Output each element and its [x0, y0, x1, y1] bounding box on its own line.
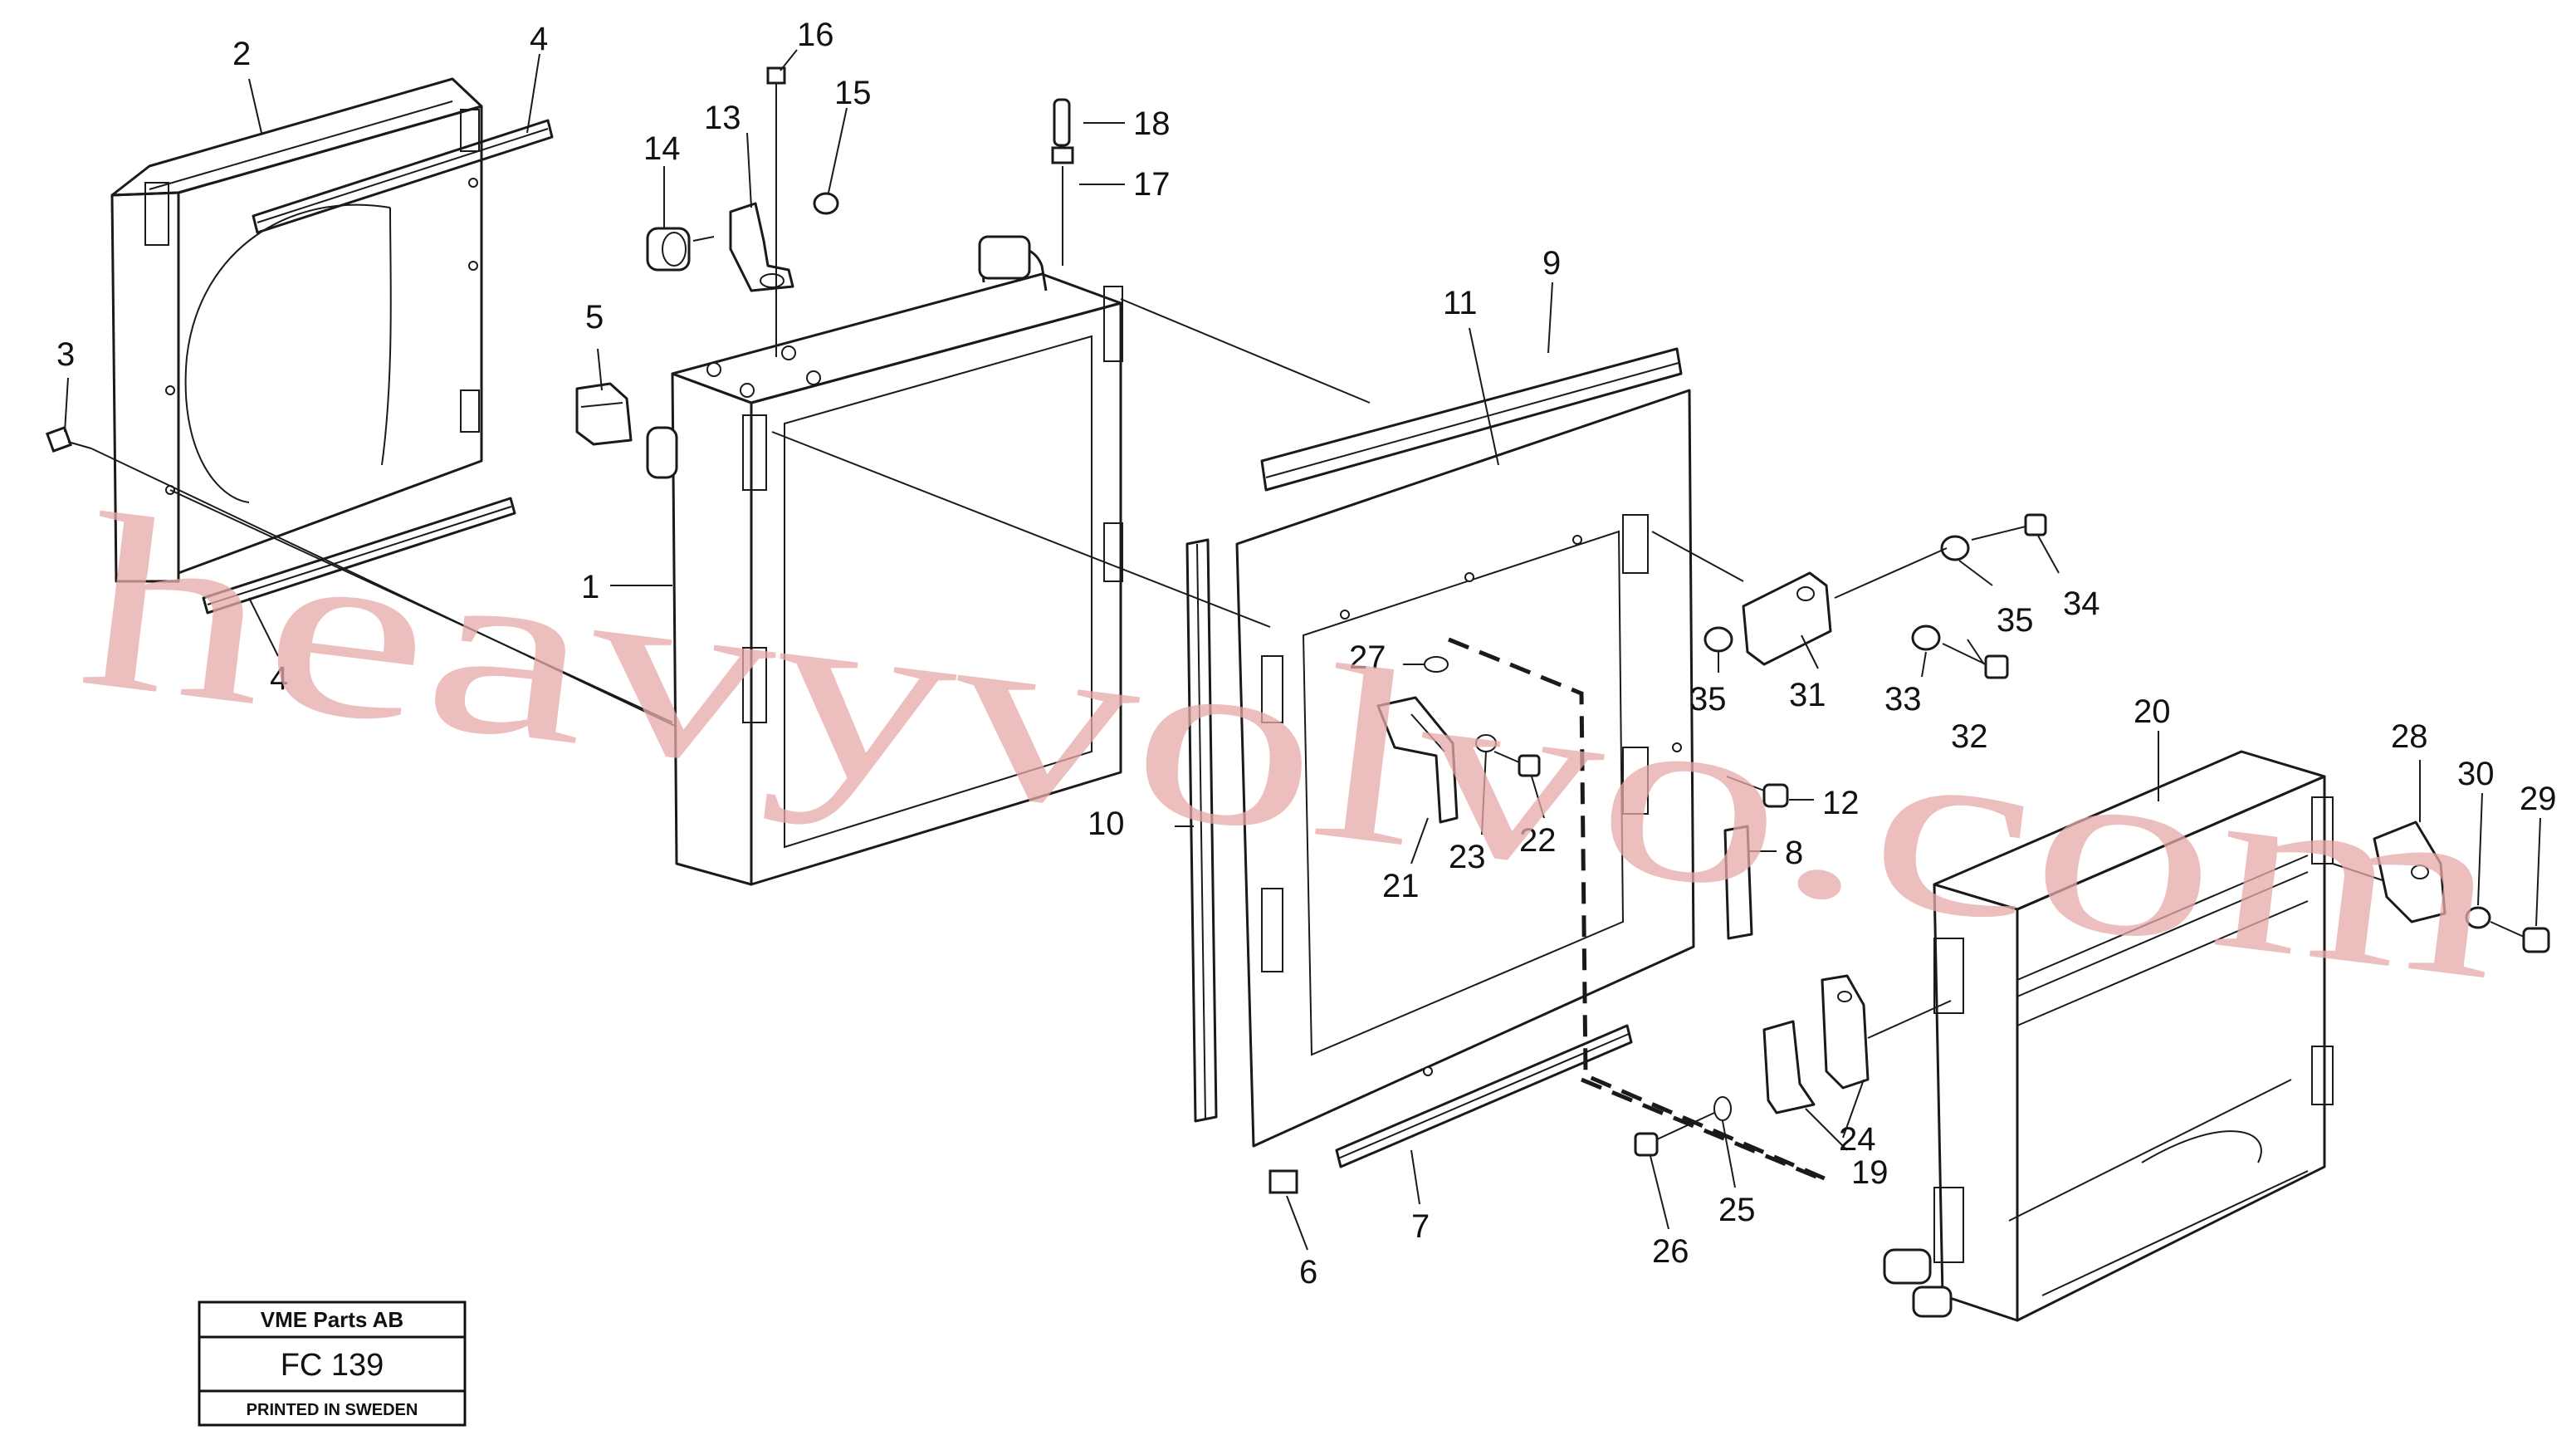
callout-33: 33 — [1884, 681, 1922, 718]
part-nut-17 — [1051, 146, 1074, 191]
callout-11: 11 — [1443, 285, 1478, 321]
part-nut-35-upper — [1940, 535, 1970, 561]
part-oil-cooler — [1883, 750, 2334, 1322]
callout-24: 24 — [1839, 1121, 1876, 1158]
callout-16: 16 — [797, 17, 834, 53]
callout-1: 1 — [581, 569, 599, 605]
callout-6: 6 — [1299, 1254, 1317, 1291]
part-bolt-3 — [45, 425, 92, 453]
title-block-footer: PRINTED IN SWEDEN — [247, 1401, 418, 1419]
callout-9: 9 — [1542, 245, 1561, 282]
callout-29: 29 — [2520, 781, 2557, 817]
part-bracket-31 — [1742, 571, 1832, 666]
part-bracket-24 — [1821, 974, 1870, 1090]
part-strip-8 — [1723, 825, 1753, 940]
callout-5: 5 — [585, 299, 604, 336]
alignment-lines — [90, 149, 2383, 1222]
callout-34: 34 — [2063, 585, 2100, 622]
callout-18: 18 — [1133, 105, 1171, 142]
callout-21: 21 — [1382, 868, 1420, 904]
part-nut-33 — [1911, 624, 1941, 651]
part-clip-6 — [1268, 1169, 1298, 1194]
callout-20: 20 — [2134, 693, 2171, 730]
part-bolt-16 — [766, 66, 786, 149]
part-bolt-32 — [1942, 643, 2009, 679]
callout-28: 28 — [2391, 718, 2428, 755]
callout-12: 12 — [1822, 785, 1860, 821]
callout-31: 31 — [1789, 677, 1826, 713]
part-bolt-12 — [1726, 776, 1789, 808]
watermark-text: heavyvolvo.com — [69, 462, 2517, 1032]
callout-25: 25 — [1718, 1192, 1756, 1228]
title-block-code: FC 139 — [281, 1348, 384, 1383]
callout-35-lower: 35 — [1689, 681, 1727, 718]
part-washer-30 — [2465, 906, 2491, 929]
part-latch-21 — [1376, 696, 1459, 824]
callout-4-upper: 4 — [530, 21, 548, 57]
dashed-outline — [1448, 637, 1827, 1182]
leader-lines — [64, 49, 2541, 1251]
part-strip-10 — [1185, 538, 1218, 1123]
callout-22: 22 — [1519, 822, 1557, 859]
callout-10: 10 — [1088, 806, 1125, 842]
part-strip-upper — [252, 119, 554, 234]
part-bolt-26 — [1634, 1112, 1715, 1157]
part-washer-25 — [1713, 1096, 1732, 1121]
callout-27: 27 — [1349, 639, 1386, 676]
callout-26: 26 — [1652, 1233, 1689, 1270]
callout-32: 32 — [1951, 718, 1988, 755]
part-washer-27 — [1424, 656, 1449, 673]
part-bracket-19 — [1762, 1020, 1816, 1114]
part-clip-5 — [575, 382, 633, 446]
title-block: VME Parts AB FC 139 PRINTED IN SWEDEN — [198, 1300, 467, 1427]
part-bolt-29 — [2490, 921, 2550, 953]
watermark: heavyvolvo.com — [69, 462, 2517, 1032]
callout-19: 19 — [1851, 1154, 1889, 1191]
part-bracket-28 — [2373, 820, 2446, 923]
callout-15: 15 — [834, 75, 872, 111]
part-bolt-22 — [1493, 751, 1541, 777]
callout-13: 13 — [704, 100, 741, 136]
part-strip-7 — [1335, 1024, 1633, 1168]
part-strip-9 — [1260, 347, 1683, 492]
callout-7: 7 — [1411, 1208, 1430, 1245]
callout-17: 17 — [1133, 166, 1171, 203]
callout-8: 8 — [1785, 835, 1803, 871]
part-stud-18 — [1053, 98, 1071, 147]
part-shroud-plate — [1235, 389, 1695, 1148]
callout-23: 23 — [1449, 839, 1486, 875]
part-nut-35-lower — [1703, 626, 1733, 653]
part-bracket-13 — [729, 202, 794, 292]
callout-35-upper: 35 — [1997, 602, 2034, 639]
part-strip-lower — [202, 497, 516, 615]
callout-2: 2 — [232, 36, 251, 72]
part-buffer-14 — [646, 227, 715, 272]
callout-labels: 1 2 3 4 4 5 6 7 8 9 10 11 12 13 14 15 16… — [56, 17, 2557, 1291]
callout-3: 3 — [56, 336, 75, 373]
callout-4-lower: 4 — [270, 660, 288, 697]
callout-30: 30 — [2457, 756, 2495, 792]
callout-14: 14 — [643, 130, 681, 167]
part-nut-15 — [813, 192, 839, 215]
part-bolt-34 — [1971, 513, 2047, 541]
part-radiator-frame — [646, 235, 1123, 886]
title-block-company: VME Parts AB — [261, 1307, 403, 1332]
